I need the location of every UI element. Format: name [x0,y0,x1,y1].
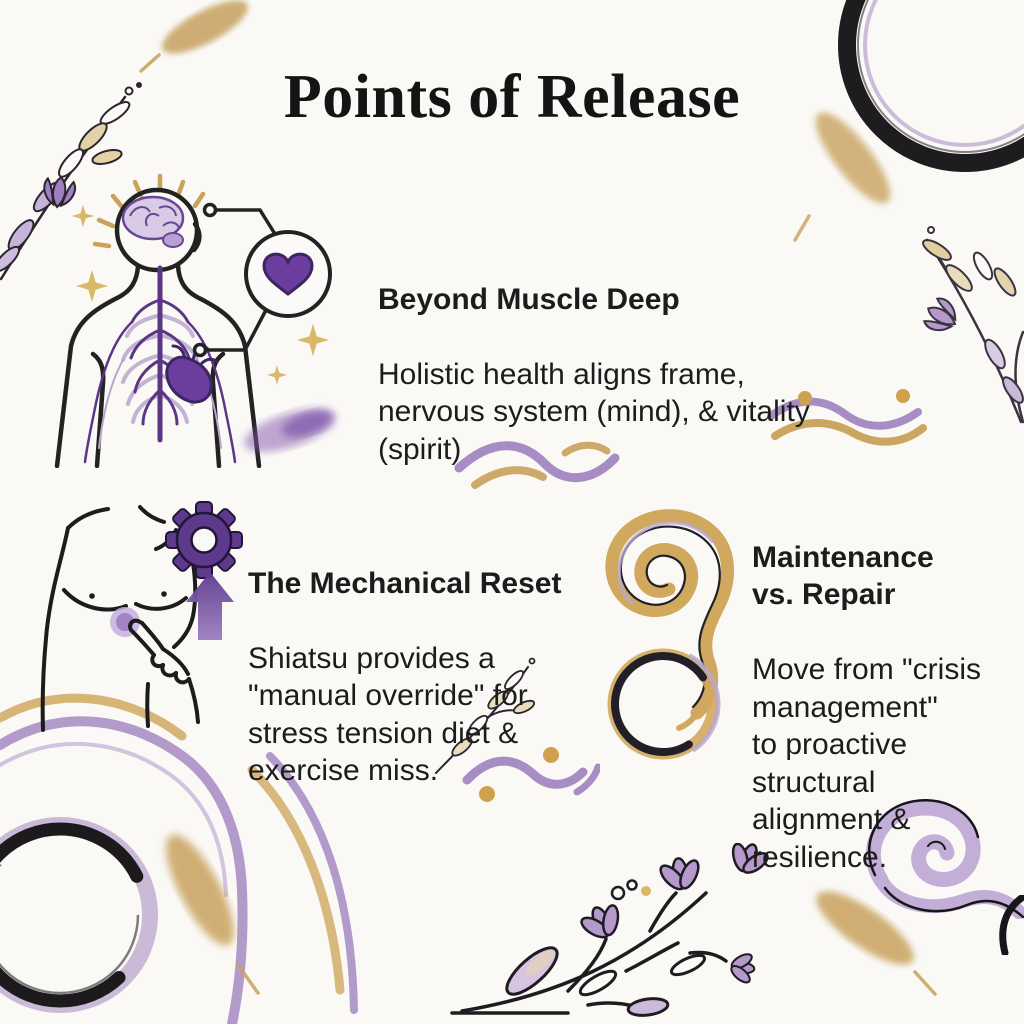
botanical-branch-top-left-icon [0,82,142,281]
connector-lines [192,202,277,358]
up-arrow-icon [186,572,234,640]
gold-feather-bottom-right-icon [816,891,937,996]
heart-icon [262,252,314,296]
small-branch-icon [435,657,536,774]
brain-icon [121,195,185,248]
gold-feather-right-icon [793,112,891,242]
section-body: Shiatsu provides a "manual override" for… [248,641,528,788]
torso-outline [40,505,198,732]
flowering-branch-bottom-icon [450,843,769,1017]
wave-squiggle-center-icon [454,441,620,489]
gold-feather-bottom-left-icon [165,834,260,995]
swirl-bottom-right-icon [865,799,1024,919]
section-maintenance-vs-repair: Maintenance vs. Repair Move from "crisis… [752,501,1007,914]
corner-arc-icon [999,895,1024,955]
spiral-enso-illustration [605,509,735,762]
pointing-hand-icon [127,618,200,728]
acupressure-torso-illustration [40,501,243,732]
section-heading: The Mechanical Reset [248,566,562,600]
section-beyond-muscle-deep: Beyond Muscle Deep Holistic health align… [378,243,898,506]
section-heading: Beyond Muscle Deep [378,282,680,316]
page-title: Points of Release [283,63,741,131]
botanical-branch-right-icon [922,226,1024,424]
watercolor-spiral-icon [605,509,735,731]
wave-lines-right-icon [767,389,927,446]
enso-ring-icon [605,646,721,762]
human-nervous-system-illustration [54,173,336,468]
wave-dots-bottom-icon [462,747,600,802]
section-heading: Maintenance vs. Repair [752,540,934,612]
section-mechanical-reset: The Mechanical Reset Shiatsu provides a … [248,527,593,827]
section-body: Move from "crisis management" to proacti… [752,653,981,874]
nervous-system [83,265,237,464]
enso-circle-bottom-left-icon [0,817,158,1013]
gear-icon [165,501,243,579]
watercolor-smudge-icon [244,408,336,452]
sweeping-curves-bottom-left-icon [0,693,358,1024]
section-body: Holistic health aligns frame, nervous sy… [378,357,810,466]
enso-circle-top-right-icon [838,0,1024,172]
gold-feather-top-icon [139,0,249,73]
